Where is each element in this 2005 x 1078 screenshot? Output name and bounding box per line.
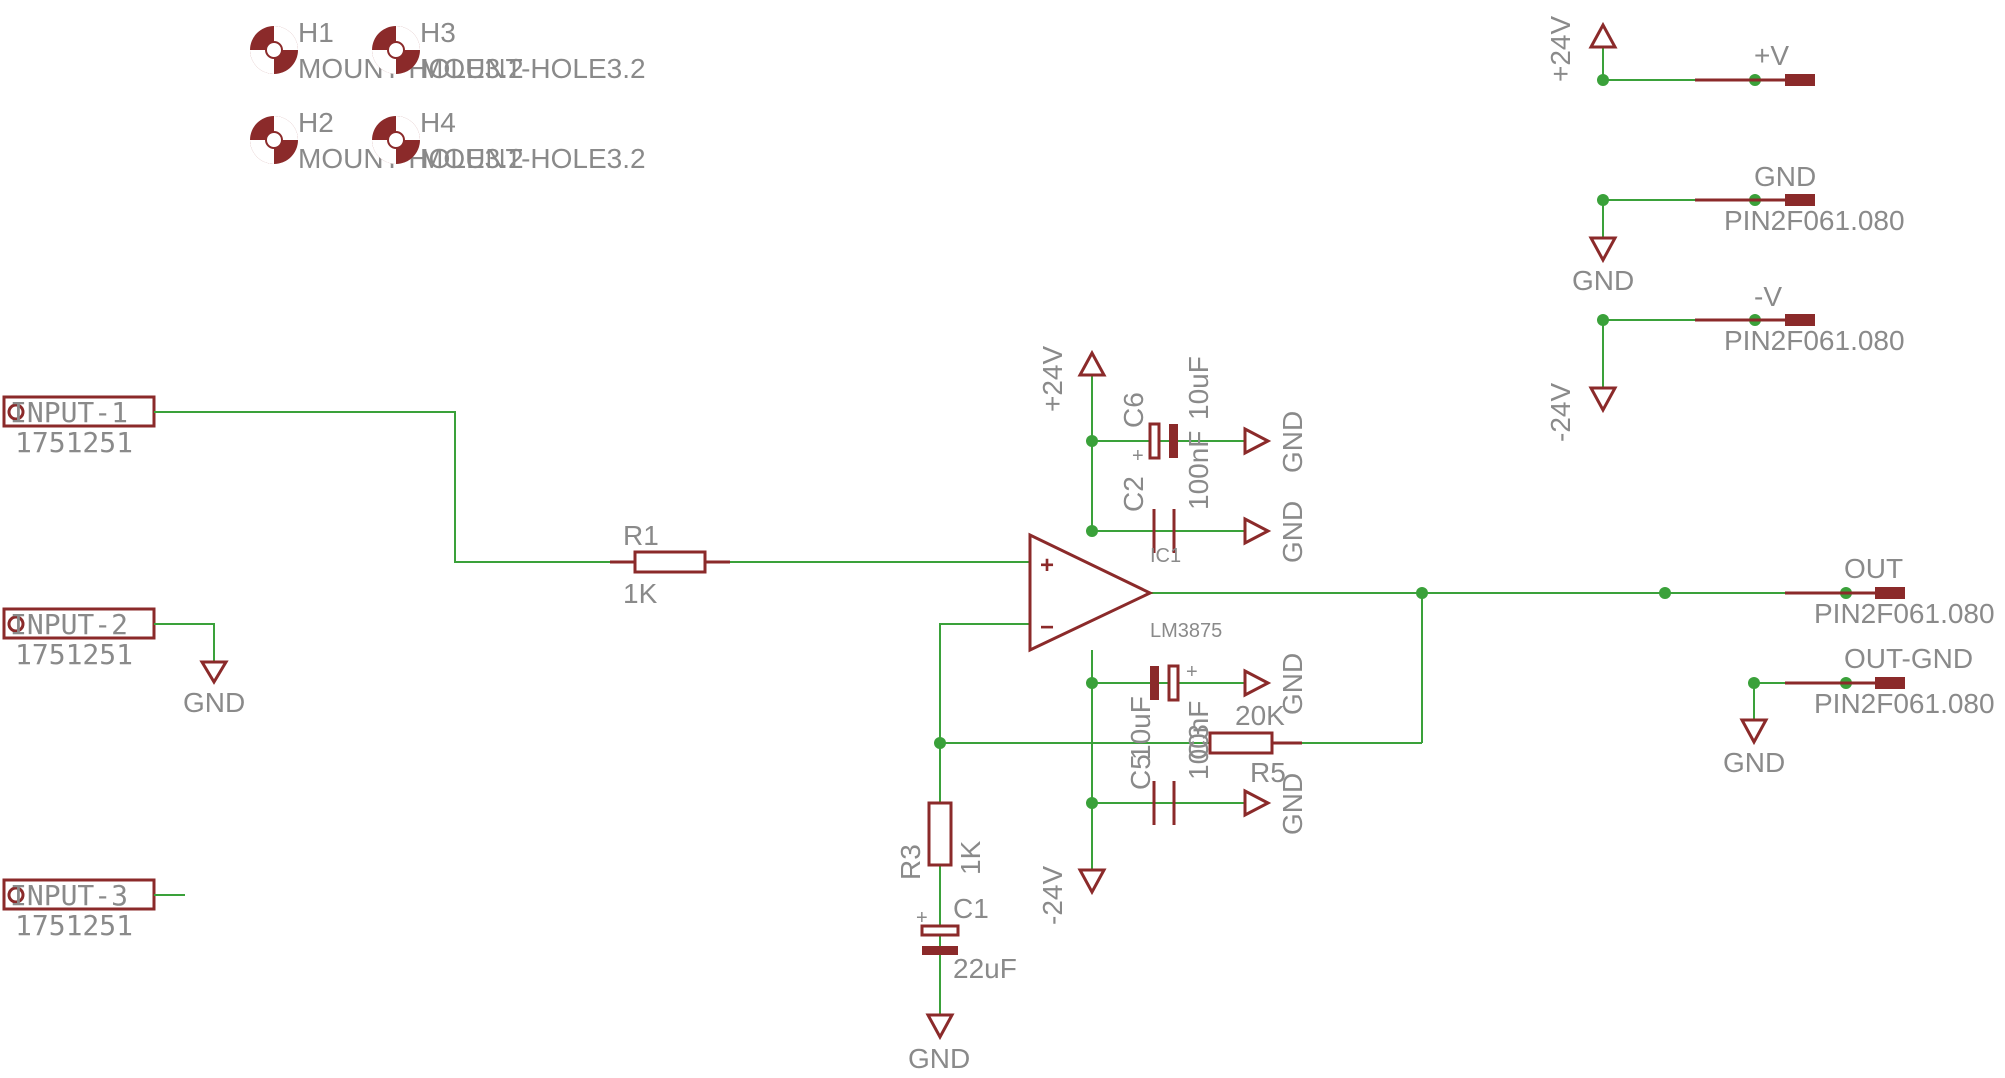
gnd-label-c2: GND xyxy=(1277,501,1308,563)
resistor-r5-value: 20K xyxy=(1235,700,1285,731)
capacitor-c1-name: C1 xyxy=(953,893,989,924)
capacitor-c1-value: 22uF xyxy=(953,953,1017,984)
mount-hole-h2: H2 MOUNT-HOLE3.2 xyxy=(250,107,524,174)
gnd-symbol-input2: GND xyxy=(183,660,245,718)
input-3-part: 1751251 xyxy=(15,909,133,942)
capacitor-c2-value: 100nF xyxy=(1183,431,1214,510)
connector-gnd: GND PIN2F061.080 xyxy=(1695,161,1905,236)
mount-hole-h4-value: MOUNT-HOLE3.2 xyxy=(420,143,646,174)
opamp-minus-mark: − xyxy=(1040,614,1054,641)
capacitor-c5: + C5 10uF xyxy=(1125,661,1198,790)
resistor-r1-value: 1K xyxy=(623,578,658,609)
mount-hole-h1-name: H1 xyxy=(298,17,334,48)
mount-hole-h2-name: H2 xyxy=(298,107,334,138)
capacitor-c1-polarity: + xyxy=(916,907,928,929)
supply-pos-rail: +24V xyxy=(1545,16,1618,82)
capacitor-c3-name: C3 xyxy=(1183,724,1214,760)
input-connector-2: INPUT-2 1751251 xyxy=(2,607,156,671)
connector-pos-v-name: +V xyxy=(1754,40,1789,71)
opamp-value: LM3875 xyxy=(1150,620,1222,642)
resistor-r3-value: 1K xyxy=(955,840,986,875)
gnd-label-rail: GND xyxy=(1572,265,1634,296)
gnd-label-input2: GND xyxy=(183,687,245,718)
connector-neg-v-part: PIN2F061.080 xyxy=(1724,325,1905,356)
input-1-name: INPUT-1 xyxy=(10,396,128,429)
gnd-symbol-c5: GND xyxy=(1243,653,1308,715)
supply-neg-opamp: -24V xyxy=(1037,866,1107,925)
supply-pos-opamp-label: +24V xyxy=(1037,346,1068,412)
connector-neg-v-name: -V xyxy=(1754,281,1782,312)
capacitor-c6-name: C6 xyxy=(1118,392,1149,428)
capacitor-c6-polarity: + xyxy=(1132,445,1144,467)
capacitor-c6: + C6 10uF xyxy=(1118,356,1214,467)
gnd-symbol-c2: GND xyxy=(1243,501,1308,563)
mount-hole-h3-name: H3 xyxy=(420,17,456,48)
mount-hole-h4: H4 MOUNT-HOLE3.2 xyxy=(372,107,646,174)
connector-gnd-name: GND xyxy=(1754,161,1816,192)
gnd-label-c5: GND xyxy=(1277,653,1308,715)
input-2-name: INPUT-2 xyxy=(10,608,128,641)
input-3-name: INPUT-3 xyxy=(10,879,128,912)
capacitor-c5-value: 10uF xyxy=(1125,696,1156,760)
input-connector-1: INPUT-1 1751251 xyxy=(2,395,156,459)
gnd-symbol-c6: GND xyxy=(1243,411,1308,473)
connector-out-part: PIN2F061.080 xyxy=(1814,598,1995,629)
resistor-r5-name: R5 xyxy=(1250,757,1286,788)
connector-out-gnd: OUT-GND PIN2F061.080 xyxy=(1785,643,1995,719)
supply-neg-rail-label: -24V xyxy=(1545,383,1576,442)
connector-out-name: OUT xyxy=(1844,553,1903,584)
input-2-part: 1751251 xyxy=(15,638,133,671)
connector-gnd-part: PIN2F061.080 xyxy=(1724,205,1905,236)
input-1-part: 1751251 xyxy=(15,426,133,459)
resistor-r5: 20K R5 xyxy=(1208,700,1302,788)
capacitor-c5-polarity: + xyxy=(1186,661,1198,683)
gnd-symbol-rail: GND xyxy=(1572,236,1634,296)
opamp-name: IC1 xyxy=(1150,545,1181,567)
connector-out-gnd-part: PIN2F061.080 xyxy=(1814,688,1995,719)
connector-out-gnd-name: OUT-GND xyxy=(1844,643,1973,674)
supply-pos-rail-label: +24V xyxy=(1545,16,1576,82)
opamp-ic1: + − IC1 LM3875 xyxy=(1028,532,1222,653)
resistor-r3: R3 1K xyxy=(895,801,986,880)
junctions xyxy=(934,74,1852,809)
gnd-label-c3: GND xyxy=(1277,773,1308,835)
gnd-label-out: GND xyxy=(1723,747,1785,778)
mount-hole-h3-value: MOUNT-HOLE3.2 xyxy=(420,53,646,84)
capacitor-c2-name: C2 xyxy=(1118,476,1149,512)
capacitor-c6-value: 10uF xyxy=(1183,356,1214,420)
capacitor-c5-name: C5 xyxy=(1125,754,1156,790)
opamp-plus-mark: + xyxy=(1040,552,1054,579)
capacitor-c3-value: 100nF xyxy=(1183,701,1214,780)
mount-hole-h3: H3 MOUNT-HOLE3.2 xyxy=(372,17,646,84)
resistor-r1: R1 1K xyxy=(610,520,730,609)
gnd-label-c1: GND xyxy=(908,1043,970,1074)
mount-hole-h4-name: H4 xyxy=(420,107,456,138)
connector-neg-v: -V PIN2F061.080 xyxy=(1695,281,1905,356)
capacitor-c3: C3 100nF xyxy=(1152,701,1214,825)
resistor-r3-name: R3 xyxy=(895,844,926,880)
supply-neg-rail: -24V xyxy=(1545,383,1618,442)
gnd-symbol-c1: GND xyxy=(908,1013,970,1074)
capacitor-c1: + C1 22uF xyxy=(916,893,1017,984)
gnd-label-c6: GND xyxy=(1277,411,1308,473)
gnd-symbol-out: GND xyxy=(1723,718,1785,778)
connector-out: OUT PIN2F061.080 xyxy=(1785,553,1995,629)
input-connector-3: INPUT-3 1751251 xyxy=(2,878,156,942)
connector-pos-v: +V xyxy=(1695,40,1815,86)
gnd-symbol-c3: GND xyxy=(1243,773,1308,835)
supply-pos-opamp: +24V xyxy=(1037,346,1107,412)
supply-neg-opamp-label: -24V xyxy=(1037,866,1068,925)
capacitor-c2: C2 100nF xyxy=(1118,431,1214,553)
resistor-r1-name: R1 xyxy=(623,520,659,551)
